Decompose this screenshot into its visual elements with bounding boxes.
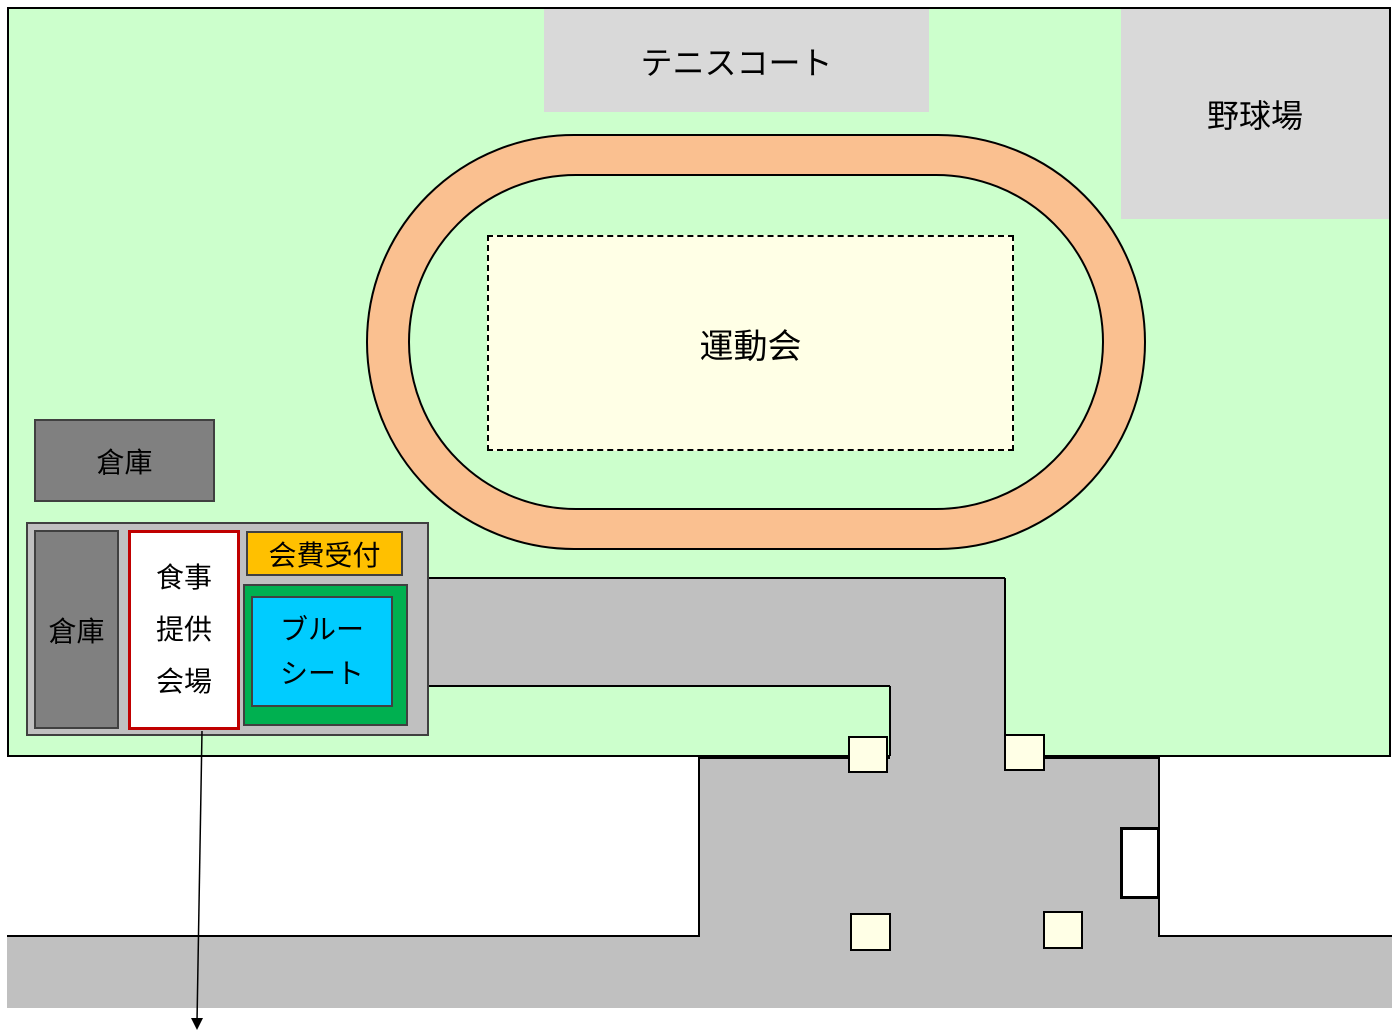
meal-venue-line-1: 食事 xyxy=(155,561,212,594)
arrow-down-icon xyxy=(191,1018,203,1030)
sports-day-area: 運動会 xyxy=(487,235,1014,451)
gate-north-right xyxy=(1004,734,1045,771)
warehouse-side: 倉庫 xyxy=(34,530,119,729)
warehouse-side-label: 倉庫 xyxy=(48,614,105,648)
meal-venue: 食事 提供 会場 xyxy=(128,530,240,730)
warehouse-top: 倉庫 xyxy=(34,419,215,502)
side-door xyxy=(1120,827,1160,899)
blue-sheet: ブルー シート xyxy=(251,596,393,707)
fee-reception: 会費受付 xyxy=(246,531,403,576)
blue-sheet-line-1: ブルー xyxy=(279,612,364,646)
gate-south-left xyxy=(850,913,891,951)
meal-venue-line-2: 提供 xyxy=(155,613,212,646)
gate-south-right xyxy=(1043,911,1083,949)
baseball-field-label: 野球場 xyxy=(1206,97,1303,135)
tennis-court: テニスコート xyxy=(544,9,929,112)
blue-sheet-line-2: シート xyxy=(279,656,364,690)
entrance-plaza xyxy=(698,757,1160,937)
fee-reception-label: 会費受付 xyxy=(268,538,381,572)
sports-day-label: 運動会 xyxy=(699,326,802,367)
baseball-field: 野球場 xyxy=(1121,9,1389,219)
walkway xyxy=(429,578,1005,760)
gate-north-left xyxy=(848,736,888,773)
warehouse-top-label: 倉庫 xyxy=(96,445,153,479)
direction-arrow-line xyxy=(196,730,203,1023)
meal-venue-line-3: 会場 xyxy=(155,665,212,698)
tennis-court-label: テニスコート xyxy=(640,43,833,82)
